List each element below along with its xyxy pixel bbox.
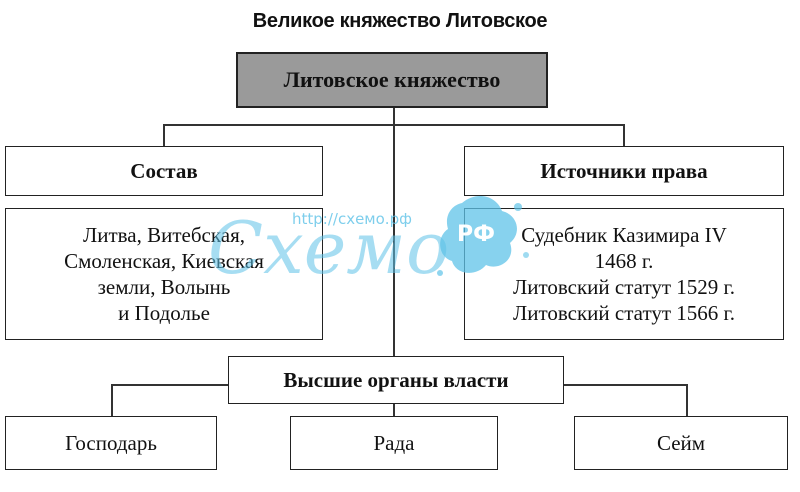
law-sources-label: Источники права: [540, 158, 708, 183]
authorities-node: Высшие органы власти: [228, 356, 564, 404]
composition-node: Состав: [5, 146, 323, 196]
gospodar-label: Господарь: [65, 430, 157, 455]
composition-line: и Подолье: [118, 301, 210, 325]
watermark-url: http://схемо.рф: [292, 210, 412, 228]
composition-line: земли, Волынь: [97, 275, 231, 299]
law-sources-line: Литовский статут 1529 г.: [512, 275, 736, 299]
connector-to-rada: [393, 404, 395, 416]
connector-root-vertical: [393, 108, 395, 360]
law-sources-content: Судебник Казимира IV 1468 г. Литовский с…: [464, 208, 784, 340]
root-node-label: Литовское княжество: [283, 67, 501, 92]
law-sources-line: Судебник Казимира IV: [521, 223, 727, 247]
law-sources-line: Литовский статут 1566 г.: [512, 301, 736, 325]
connector-to-gospodar: [111, 384, 113, 416]
connector-to-law-sources: [623, 124, 625, 146]
seim-label: Сейм: [656, 430, 706, 455]
composition-line: Литва, Витебская,: [83, 223, 245, 247]
composition-line: Смоленская, Киевская: [64, 249, 264, 273]
law-sources-node: Источники права: [464, 146, 784, 196]
connector-top-horizontal: [163, 124, 625, 126]
connector-to-composition: [163, 124, 165, 146]
diagram-title: Великое княжество Литовское: [252, 10, 548, 32]
gospodar-node: Господарь: [5, 416, 217, 470]
composition-content: Литва, Витебская, Смоленская, Киевская з…: [5, 208, 323, 340]
connector-to-seim: [686, 384, 688, 416]
law-sources-line: 1468 г.: [594, 249, 654, 273]
seim-node: Сейм: [574, 416, 788, 470]
composition-label: Состав: [130, 158, 198, 183]
root-node: Литовское княжество: [236, 52, 548, 108]
authorities-label: Высшие органы власти: [283, 367, 509, 392]
rada-node: Рада: [290, 416, 498, 470]
rada-label: Рада: [373, 430, 415, 455]
